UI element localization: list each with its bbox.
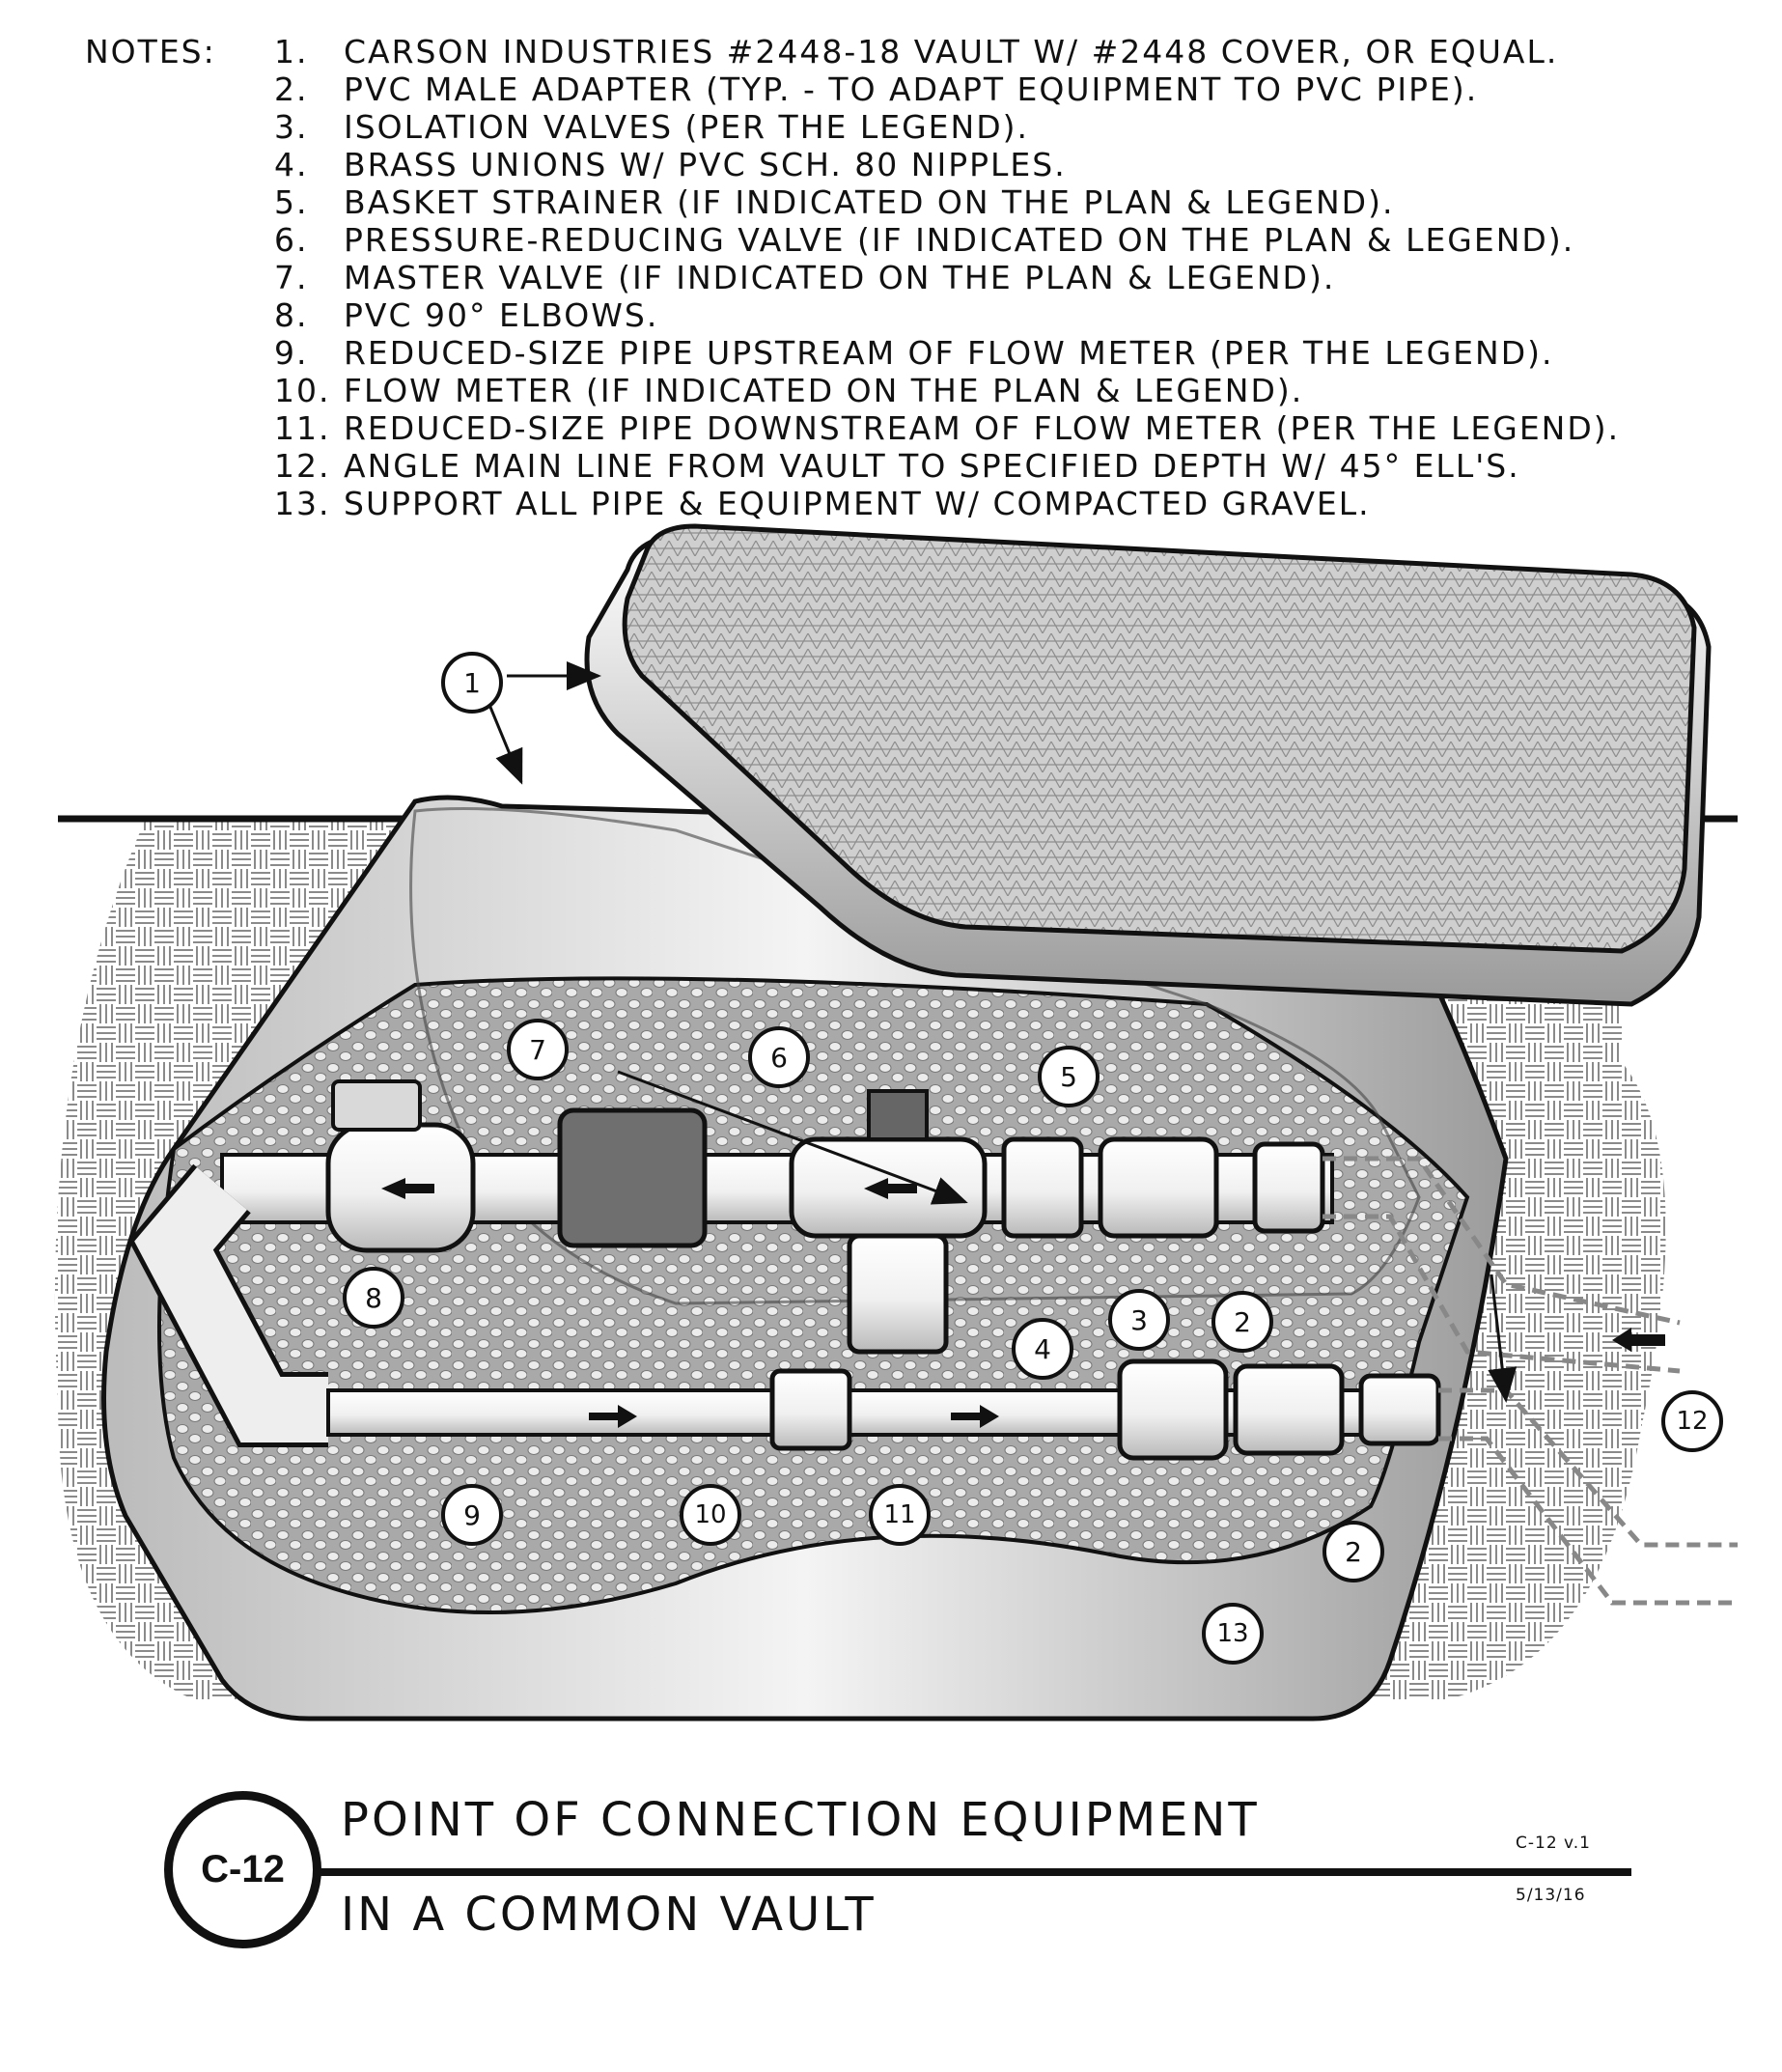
callout-7: 7 [507, 1019, 569, 1080]
note-item: 9.REDUCED-SIZE PIPE UPSTREAM OF FLOW MET… [274, 334, 1554, 372]
callout-5: 5 [1038, 1046, 1100, 1107]
note-item: 12.ANGLE MAIN LINE FROM VAULT TO SPECIFI… [274, 447, 1520, 485]
vault-cover-top [622, 523, 1697, 954]
title-block: C-12 POINT OF CONNECTION EQUIPMENT IN A … [164, 1791, 1631, 1974]
callout-12: 12 [1661, 1390, 1723, 1452]
note-item: 13.SUPPORT ALL PIPE & EQUIPMENT W/ COMPA… [274, 485, 1371, 522]
note-item: 11.REDUCED-SIZE PIPE DOWNSTREAM OF FLOW … [274, 409, 1621, 447]
callout-4: 4 [1012, 1318, 1073, 1380]
note-item: 10.FLOW METER (IF INDICATED ON THE PLAN … [274, 372, 1304, 409]
callout-10: 10 [680, 1484, 741, 1546]
callout-8: 8 [343, 1267, 404, 1329]
callout-9: 9 [441, 1484, 503, 1546]
note-item: 5.BASKET STRAINER (IF INDICATED ON THE P… [274, 183, 1395, 221]
callout-3: 3 [1108, 1289, 1170, 1351]
lower-pipe-run [128, 1163, 1441, 1461]
callout-13: 13 [1202, 1603, 1264, 1665]
title-line-2: IN A COMMON VAULT [341, 1888, 877, 1942]
leader-lines [486, 661, 1517, 1403]
note-item: 1.CARSON INDUSTRIES #2448-18 VAULT W/ #2… [274, 33, 1559, 70]
exterior-main-line [1323, 1156, 1738, 1606]
note-item: 3.ISOLATION VALVES (PER THE LEGEND). [274, 108, 1029, 146]
detail-reference: C-12 v.1 [1516, 1834, 1592, 1853]
note-item: 8.PVC 90° ELBOWS. [274, 296, 659, 334]
note-item: 4.BRASS UNIONS W/ PVC SCH. 80 NIPPLES. [274, 146, 1067, 183]
callout-11: 11 [869, 1484, 931, 1546]
callout-2a: 2 [1211, 1291, 1273, 1353]
note-item: 6.PRESSURE-REDUCING VALVE (IF INDICATED … [274, 221, 1575, 259]
flow-arrows [381, 1178, 1665, 1428]
detail-date: 5/13/16 [1516, 1886, 1586, 1905]
detail-badge: C-12 [164, 1791, 321, 1948]
callout-6: 6 [748, 1026, 810, 1088]
title-rule [319, 1868, 1631, 1876]
vault-inner-wall [409, 807, 1421, 1305]
title-line-1: POINT OF CONNECTION EQUIPMENT [341, 1793, 1260, 1847]
notes-label: NOTES: [85, 33, 216, 70]
callout-1: 1 [441, 652, 503, 714]
note-item: 2.PVC MALE ADAPTER (TYP. - TO ADAPT EQUI… [274, 70, 1479, 108]
note-item: 7.MASTER VALVE (IF INDICATED ON THE PLAN… [274, 259, 1336, 296]
callout-2b: 2 [1323, 1521, 1384, 1582]
